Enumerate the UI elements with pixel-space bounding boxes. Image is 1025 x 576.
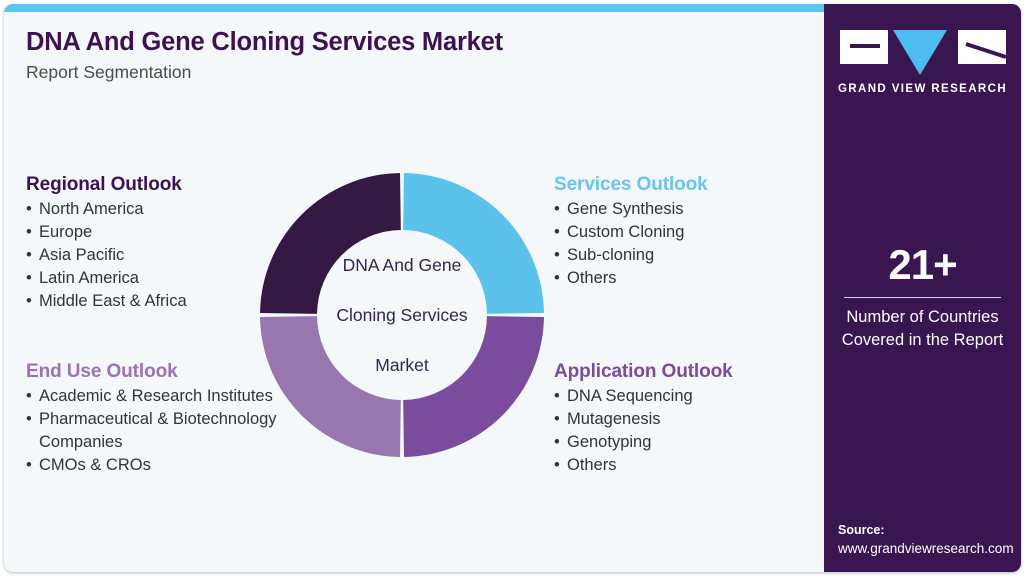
sidebar-panel: GRAND VIEW RESEARCH 21+ Number of Countr… (824, 4, 1021, 572)
page-subtitle: Report Segmentation (26, 62, 192, 82)
stat-divider (844, 297, 1001, 298)
statistic-block: 21+ Number of Countries Covered in the R… (824, 242, 1021, 352)
source-url[interactable]: www.grandviewresearch.com (838, 541, 1014, 556)
brand-name: GRAND VIEW RESEARCH (837, 83, 1008, 95)
letter-v-triangle-icon (892, 30, 947, 75)
list-item: Sub-cloning (554, 244, 794, 267)
list-item: Europe (26, 221, 276, 244)
donut-segment-services (403, 173, 544, 314)
services-outlook-block: Services Outlook Gene Synthesis Custom C… (554, 174, 794, 290)
letter-g-icon (839, 30, 888, 64)
donut-segment-regional (260, 173, 401, 314)
end-use-outlook-heading: End Use Outlook (26, 361, 178, 382)
regional-outlook-block: Regional Outlook North America Europe As… (26, 174, 276, 313)
services-outlook-heading: Services Outlook (554, 174, 708, 195)
logo-marks (839, 30, 1006, 75)
list-item: Academic & Research Institutes (26, 385, 278, 408)
stat-label-line-2: Covered in the Report (841, 331, 1004, 349)
application-outlook-block: Application Outlook DNA Sequencing Mutag… (554, 361, 804, 477)
source-label: Source: (838, 523, 885, 537)
accent-top-bar (4, 4, 1021, 12)
regional-outlook-heading: Regional Outlook (26, 174, 182, 195)
stat-label-line-1: Number of Countries (846, 308, 999, 326)
list-item: Others (554, 267, 794, 290)
list-item: Asia Pacific (26, 244, 276, 267)
list-item: Pharmaceutical & Biotechnology Companies (26, 408, 278, 454)
list-item: Genotyping (554, 431, 804, 454)
list-item: Middle East & Africa (26, 290, 276, 313)
application-outlook-list: DNA Sequencing Mutagenesis Genotyping Ot… (554, 385, 804, 477)
segmentation-donut-chart: DNA And Gene Cloning Services Market (260, 173, 544, 457)
source-block: Source: www.grandviewresearch.com (838, 521, 1021, 558)
application-outlook-heading: Application Outlook (554, 361, 733, 382)
donut-segment-end-use (260, 316, 401, 457)
list-item: Gene Synthesis (554, 198, 794, 221)
stat-value: 21+ (888, 241, 957, 288)
list-item: Latin America (26, 267, 276, 290)
brand-logo: GRAND VIEW RESEARCH (824, 30, 1021, 95)
list-item: Others (554, 454, 804, 477)
end-use-outlook-list: Academic & Research Institutes Pharmaceu… (26, 385, 278, 477)
list-item: North America (26, 198, 276, 221)
end-use-outlook-block: End Use Outlook Academic & Research Inst… (26, 361, 278, 477)
list-item: CMOs & CROs (26, 454, 278, 477)
stat-label: Number of Countries Covered in the Repor… (824, 306, 1021, 352)
donut-segment-application (403, 316, 544, 457)
list-item: Mutagenesis (554, 408, 804, 431)
regional-outlook-list: North America Europe Asia Pacific Latin … (26, 198, 276, 313)
letter-r-icon (957, 30, 1006, 64)
services-outlook-list: Gene Synthesis Custom Cloning Sub-clonin… (554, 198, 794, 290)
list-item: Custom Cloning (554, 221, 794, 244)
list-item: DNA Sequencing (554, 385, 804, 408)
donut-svg (260, 173, 544, 457)
page-title: DNA And Gene Cloning Services Market (26, 28, 503, 56)
